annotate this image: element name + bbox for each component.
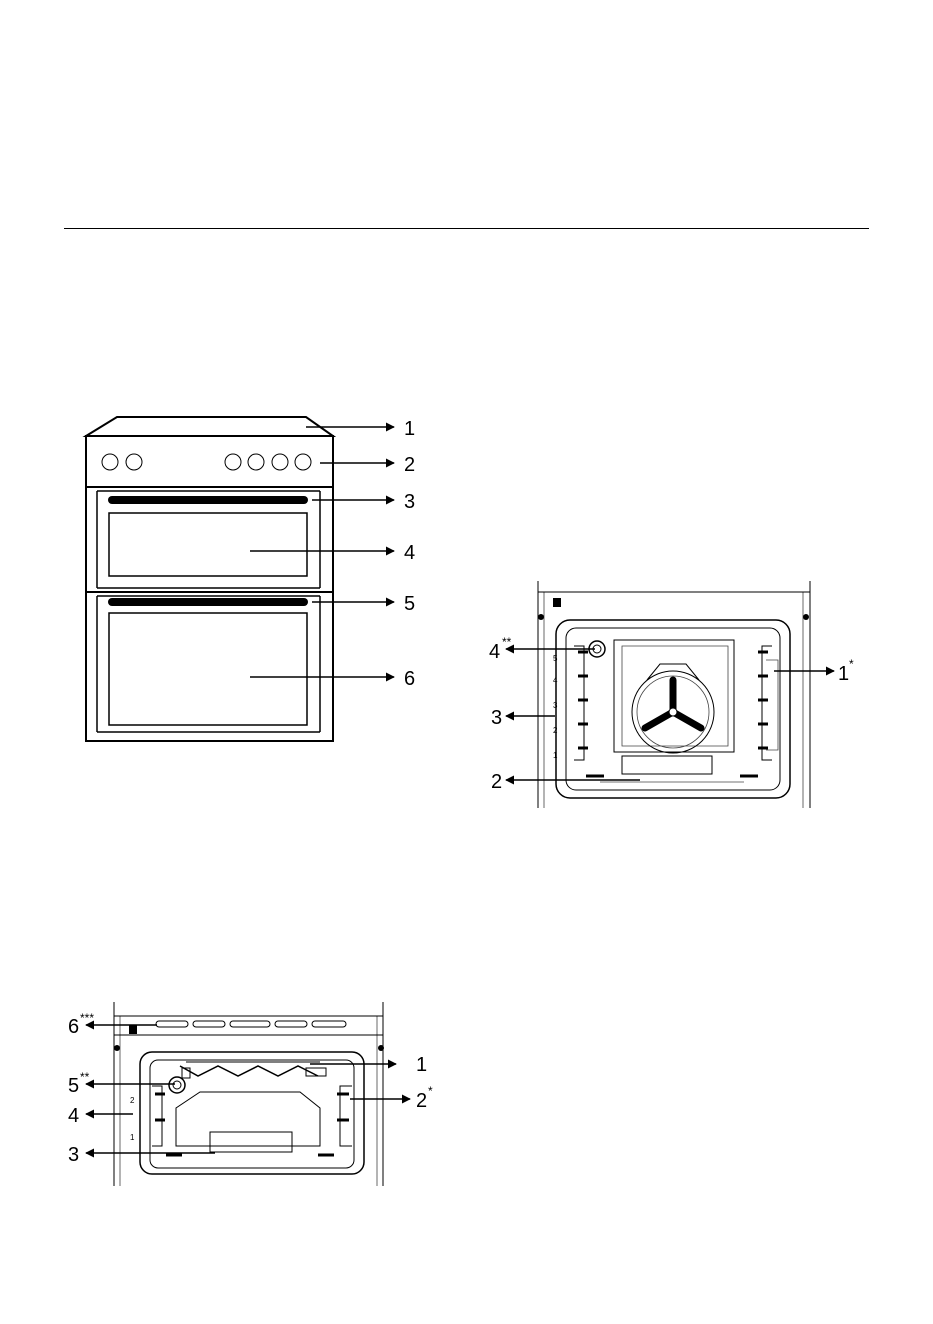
cooker-callout-5: 5 [404, 593, 415, 615]
main-oven-interior-diagram: 5 4 3 2 1 4 ** 3 2 1 * [489, 581, 854, 808]
main-oven-handle [108, 598, 308, 606]
top-oven-handle [108, 496, 308, 504]
main-shelf-4: 4 [553, 676, 558, 685]
top-shelf-1: 1 [130, 1133, 135, 1142]
main-shelf-3: 3 [553, 701, 558, 710]
cooker-hob-lid [86, 417, 333, 436]
cooker-callout-4: 4 [404, 542, 415, 564]
main-callout-4: 4 [489, 641, 500, 663]
main-shelf-5: 5 [553, 654, 558, 663]
top-callout-2: 2 [416, 1090, 427, 1112]
top-oven-vents [156, 1021, 346, 1027]
main-shelf-1: 1 [553, 751, 558, 760]
top-callout-6: 6 [68, 1016, 79, 1038]
top-callout-1: 1 [416, 1054, 427, 1076]
main-oven-window [109, 613, 307, 725]
cooker-callout-6: 6 [404, 668, 415, 690]
top-callout-5-sup: ** [80, 1070, 90, 1084]
top-callout-5: 5 [68, 1075, 79, 1097]
cooker-front-diagram: 1 2 3 4 5 6 [86, 417, 415, 741]
main-callout-1-sup: * [849, 657, 854, 671]
cooker-callout-3: 3 [404, 491, 415, 513]
cooker-callout-1: 1 [404, 418, 415, 440]
main-oven-left-runners [574, 646, 588, 760]
main-oven-right-runners [758, 646, 778, 760]
main-shelf-2: 2 [553, 726, 558, 735]
top-oven-interior-diagram: 2 1 6 *** 5 ** 4 3 1 2 * [68, 1002, 433, 1186]
top-oven-lamp [169, 1077, 185, 1093]
top-callout-6-sup: *** [80, 1011, 94, 1025]
cooker-callout-2: 2 [404, 454, 415, 476]
main-callout-4-sup: ** [502, 635, 512, 649]
top-callout-3: 3 [68, 1144, 79, 1166]
main-callout-1: 1 [838, 663, 849, 685]
main-callout-2: 2 [491, 771, 502, 793]
top-oven-window [109, 513, 307, 576]
top-shelf-2: 2 [130, 1096, 135, 1105]
main-callout-3: 3 [491, 707, 502, 729]
top-callout-4: 4 [68, 1105, 79, 1127]
top-callout-2-sup: * [428, 1084, 433, 1098]
